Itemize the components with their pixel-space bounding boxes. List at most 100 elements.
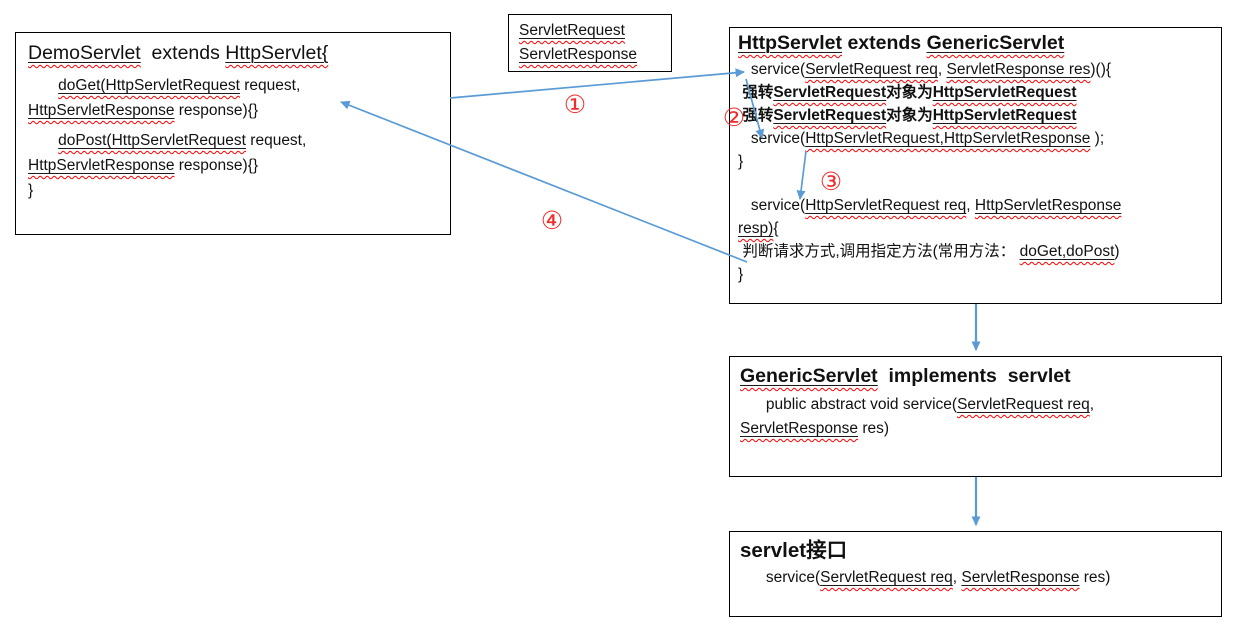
plain-token: } — [28, 182, 34, 199]
plain-token: { — [773, 220, 779, 237]
marked-token: HttpServletResponse — [975, 197, 1121, 214]
plain-token: response){} — [174, 157, 259, 174]
underlined-token: ServletRequest req — [820, 569, 953, 586]
underlined-token: HttpServlet{ — [225, 42, 329, 64]
underlined-token: HttpServletResponse — [28, 102, 175, 119]
text-line: } — [28, 178, 440, 203]
plain-token: } — [738, 266, 744, 283]
text-line: service(ServletRequest req, ServletRespo… — [738, 58, 1215, 81]
underlined-token: HttpServletResponse — [974, 197, 1122, 214]
underlined-token: DemoServlet — [28, 42, 141, 64]
plain-token: request, — [239, 77, 301, 94]
underlined-token: HttpServletRequest req — [805, 197, 967, 214]
underlined-token: HttpServletRequest — [932, 107, 1077, 124]
marked-token: ServletResponse res — [947, 61, 1091, 78]
text-line: HttpServletResponse response){} — [28, 98, 440, 123]
plain-token: res) — [858, 420, 890, 437]
servlet-interface-box: servlet接口 service(ServletRequest req, Se… — [729, 531, 1222, 617]
underlined-token: HttpServletRequest — [932, 84, 1077, 101]
text-line: HttpServlet extends GenericServlet — [738, 32, 1215, 55]
underlined-token: HttpServletRequest,HttpServletResponse — [805, 130, 1091, 147]
plain-token: , — [966, 197, 975, 214]
marked-token: GenericServlet — [740, 365, 878, 387]
text-line: DemoServlet extends HttpServlet{ — [28, 41, 440, 66]
text-line: resp){ — [738, 217, 1215, 240]
genericservlet-class-box: GenericServlet implements servlet public… — [729, 356, 1222, 477]
arrow-step1-demoservlet-to-httpservlet-service — [449, 68, 745, 99]
plain-token: request, — [245, 132, 307, 149]
marked-token: GenericServlet — [927, 32, 1065, 54]
marked-token: ServletRequest req — [805, 61, 938, 78]
marked-token: ServletRequest — [519, 22, 625, 39]
plain-token: )(){ — [1090, 61, 1112, 78]
marked-token: resp) — [738, 220, 773, 237]
plain-token: response){} — [174, 102, 259, 119]
underlined-token: ServletRequest — [773, 84, 887, 101]
marked-token: ServletResponse — [961, 569, 1079, 586]
demoservlet-class-box: DemoServlet extends HttpServlet{ doGet(H… — [15, 32, 451, 235]
plain-token: 对象为 — [886, 84, 933, 101]
text-line: HttpServletResponse response){} — [28, 153, 440, 178]
text-line: GenericServlet implements servlet — [740, 363, 1215, 390]
marked-token: HttpServlet{ — [225, 42, 328, 64]
text-line — [738, 173, 1215, 194]
marked-token: ServletRequest req — [957, 396, 1090, 413]
text-line: servlet接口 — [740, 537, 1215, 564]
step-1-badge: ① — [563, 89, 587, 119]
underlined-token: ServletResponse — [961, 569, 1080, 586]
underlined-token: ServletRequest — [773, 107, 887, 124]
text-line: public abstract void service(ServletRequ… — [740, 393, 1215, 417]
plain-token: , — [1089, 396, 1095, 413]
underlined-token: GenericServlet — [740, 365, 878, 387]
plain-token: } — [738, 153, 744, 170]
step-3-badge: ③ — [819, 166, 843, 196]
underlined-token: doPost(HttpServletRequest — [58, 132, 246, 149]
plain-token: , — [952, 569, 962, 586]
plain-token: public abstract void service( — [740, 396, 958, 413]
plain-token: implements servlet — [877, 365, 1071, 387]
plain-token: extends — [140, 42, 226, 64]
plain-token: ); — [1090, 130, 1105, 147]
text-line: doGet(HttpServletRequest request, — [28, 73, 440, 98]
underlined-token: ServletRequest req — [805, 61, 938, 78]
plain-token: servlet接口 — [740, 539, 848, 562]
plain-token: extends — [842, 32, 927, 54]
text-line: 强转ServletRequest对象为HttpServletRequest — [738, 104, 1215, 127]
plain-token — [28, 132, 58, 149]
marked-token: HttpServletResponse — [28, 157, 174, 174]
marked-token: ServletResponse — [519, 46, 637, 63]
text-line: 判断请求方式,调用指定方法(常用方法： doGet,doPost) — [738, 240, 1215, 263]
marked-token: doGet(HttpServletRequest — [58, 77, 240, 94]
underlined-token: ServletResponse — [519, 46, 638, 63]
underlined-token: resp) — [738, 220, 774, 237]
marked-token: HttpServlet — [738, 32, 842, 54]
step-4-badge: ④ — [540, 205, 564, 235]
text-line: ServletRequest — [519, 19, 663, 43]
plain-token: service( — [740, 569, 821, 586]
plain-token: service( — [738, 61, 806, 78]
marked-token: HttpServletRequest — [933, 107, 1077, 124]
plain-token: 判断请求方式,调用指定方法(常用方法： — [738, 243, 1020, 260]
text-line: ServletResponse — [519, 43, 663, 67]
plain-token: 对象为 — [886, 107, 933, 124]
underlined-token: ServletRequest — [519, 22, 625, 39]
text-line: service(ServletRequest req, ServletRespo… — [740, 566, 1215, 590]
text-line: } — [738, 150, 1215, 173]
plain-token: ) — [1114, 243, 1120, 260]
marked-token: ServletResponse — [740, 420, 858, 437]
underlined-token: HttpServletResponse — [28, 157, 175, 174]
httpservlet-class-box: HttpServlet extends GenericServlet servi… — [729, 27, 1222, 304]
underlined-token: GenericServlet — [926, 32, 1065, 54]
marked-token: HttpServletRequest,HttpServletResponse — [805, 130, 1090, 147]
marked-token: doPost(HttpServletRequest — [58, 132, 246, 149]
underlined-token: HttpServlet — [738, 32, 843, 54]
text-line: service(HttpServletRequest,HttpServletRe… — [738, 127, 1215, 150]
underlined-token: doGet(HttpServletRequest — [58, 77, 240, 94]
marked-token: doGet,doPost — [1020, 243, 1115, 260]
plain-token — [28, 77, 58, 94]
plain-token: service( — [738, 197, 806, 214]
marked-token: HttpServletRequest — [933, 84, 1077, 101]
plain-token: service( — [738, 130, 806, 147]
text-line: ServletResponse res) — [740, 417, 1215, 441]
